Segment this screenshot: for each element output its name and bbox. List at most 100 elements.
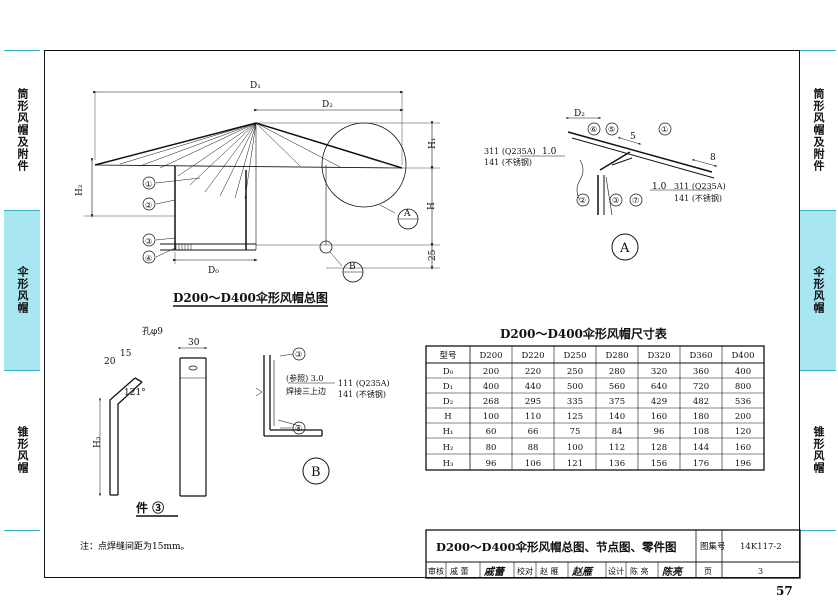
table-cell: H [444,412,451,422]
table-header-cell: 型号 [439,351,456,361]
side-tab-umbrella-hood[interactable]: 伞形风帽 [4,210,40,370]
part3-hole-label: 孔φ9 [142,326,163,337]
callout-a-marker: A [403,209,411,219]
part-2-marker: ② [145,201,152,210]
table-cell: 640 [651,382,667,392]
table-cell: 160 [651,412,667,422]
table-cell: 106 [525,459,541,469]
table-cell: D₁ [443,382,453,392]
table-cell: 110 [525,412,541,422]
table-cell: 100 [567,443,583,453]
table-cell: D₀ [443,367,454,377]
table-cell: 60 [486,427,497,437]
table-cell: 400 [735,367,751,377]
side-divider [800,210,836,211]
detail-a-part-7: ⑦ [632,196,639,205]
detail-a-material-1b: 141 (不锈钢) [484,157,532,167]
table-cell: 400 [483,382,499,392]
table-cell: 360 [693,367,709,377]
design-label: 设计 [608,566,624,576]
table-cell: 220 [525,367,541,377]
table-cell: 140 [609,412,625,422]
table-row: D₀ 200 220 250 280 320 360 400 [443,367,751,377]
detail-a-dim-5: 5 [630,132,636,142]
table-cell: H₃ [443,459,454,469]
drawing-frame [44,50,800,578]
table-header-cell: D400 [731,351,754,361]
side-divider [4,210,40,211]
part3-drawing [99,347,208,517]
dim-25-label: 25 [428,249,438,261]
table-cell: 268 [483,397,499,407]
atlas-number-label: 图集号 [700,541,726,552]
table-cell: 112 [609,443,625,453]
table-cell: 200 [483,367,499,377]
designer-signature: 陈亮 [662,566,684,578]
table-header-row: 型号 D200 D220 D250 D280 D320 D360 D400 [439,351,754,361]
detail-b-material-2: 141 (不锈钢) [338,389,386,399]
detail-a-part-1: ① [661,125,668,134]
table-cell: H₂ [443,443,454,453]
detail-b-weld-note: 焊接三上边 [286,386,326,396]
table-cell: 375 [609,397,625,407]
page-number: 57 [776,584,793,598]
table-cell: 440 [525,382,541,392]
side-divider [4,50,40,51]
reviewer-name: 戚 蕾 [450,566,469,576]
side-divider [4,530,40,531]
table-cell: 295 [525,397,541,407]
part3-dim-h3: H₃ [93,436,103,448]
detail-a-drawing [520,117,718,261]
detail-a-part-6: ⑥ [590,125,597,134]
dim-d1-label: D₁ [250,81,261,91]
weld-note: 注：点焊缝间距为15mm。 [80,540,190,552]
designer-name: 陈 亮 [630,566,649,576]
side-tab-cone-hood[interactable]: 锥形风帽 [16,426,29,474]
table-row: H₂ 80 88 100 112 128 144 160 [443,443,752,453]
side-divider [800,530,836,531]
table-cell: 250 [567,367,583,377]
part3-dim-15: 15 [120,349,132,359]
table-header-cell: D360 [689,351,712,361]
part-3-marker: ③ [145,237,152,246]
table-cell: 429 [651,397,667,407]
table-cell: 121 [567,459,583,469]
detail-a-label: A [619,241,630,256]
detail-b-drawing [255,347,335,485]
table-cell: 96 [486,459,497,469]
table-header-cell: D200 [479,351,502,361]
detail-a-labels: D₂ ⑥ ⑤ ① ② ③ ⑦ 5 8 1.0 311 (Q235A) 141 (… [484,109,726,256]
part-1-marker: ① [145,180,152,189]
table-cell: 125 [567,412,583,422]
table-cell: 96 [654,427,665,437]
dim-h-label: H [427,202,437,210]
title-block: D200～D400伞形风帽总图、节点图、零件图 图集号 14K117-2 审核 … [425,529,801,579]
table-cell: 120 [735,427,751,437]
side-tab-cylinder-hood[interactable]: 筒形风帽及附件 [16,88,29,172]
table-header-cell: D320 [647,351,670,361]
detail-b-weld-label: (参照) 3.0 [286,373,324,383]
detail-b-part-3: ③ [295,350,302,359]
part3-title: 件 ③ [136,500,164,515]
detail-a-part-5: ⑤ [608,125,615,134]
side-tab-cone-hood[interactable]: 锥形风帽 [812,426,825,474]
side-tab-umbrella-hood[interactable]: 伞形风帽 [800,210,836,370]
side-tab-cylinder-hood[interactable]: 筒形风帽及附件 [812,88,825,172]
table-cell: 128 [651,443,667,453]
detail-b-label: B [311,465,321,480]
table-row: D₁ 400 440 500 560 640 720 800 [443,382,751,392]
table-cell: H₁ [443,427,454,437]
dim-h2-label: H₂ [75,184,85,196]
table-cell: 100 [483,412,499,422]
table-cell: 108 [693,427,709,437]
detail-b-part-4: ④ [295,424,302,433]
callout-b-marker: B [349,262,356,272]
table-cell: 180 [693,412,709,422]
detail-b-material-1: 111 (Q235A) [338,379,390,388]
table-cell: 560 [609,382,625,392]
table-cell: 84 [612,427,623,437]
detail-a-thickness-2: 1.0 [652,182,667,192]
detail-a-dim-8: 8 [710,153,716,163]
table-row: D₂ 268 295 335 375 429 482 536 [443,397,751,407]
